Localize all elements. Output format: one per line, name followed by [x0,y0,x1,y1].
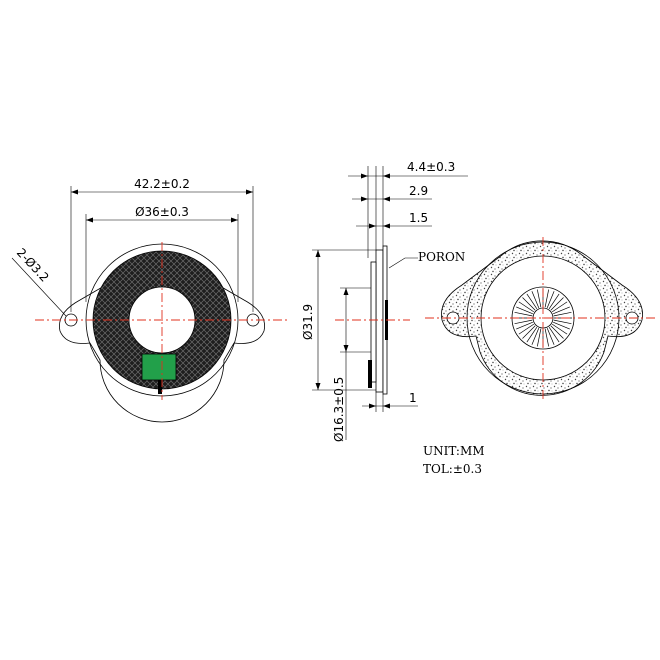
rear-magnet-rib [526,326,538,343]
rear-magnet-rib [536,289,542,308]
front-terminal-lead [158,380,162,394]
rear-magnet-rib [553,321,570,330]
dim-step-arrow-b [383,403,390,409]
rear-magnet-rib [550,325,564,339]
rear-magnet-rib [531,291,540,308]
dim-thickness-mid-arrow-a [361,196,368,202]
front-view: 42.2±0.2 Ø36±0.3 2-Ø3.2 [11,177,290,423]
rear-magnet-rib [526,293,538,310]
rear-magnet-rib [518,301,535,313]
rear-magnet-rib [514,311,533,317]
dim-thickness-mid-arrow-b [383,196,390,202]
rear-magnet-rib [516,321,533,330]
rear-magnet-rib [546,291,555,308]
rear-magnet-rib [550,297,564,311]
rear-magnet-rib [516,306,533,315]
dim-inner-diameter-arrow-bottom [343,345,349,352]
rear-magnet-rib [546,328,555,345]
rear-magnet-rib [522,297,536,311]
dim-thickness-total-label: 4.4±0.3 [407,160,455,174]
side-body-main [375,249,384,393]
rear-magnet-rib [518,323,535,335]
side-body-front-plate [370,261,377,383]
rear-magnet-rib [553,306,570,315]
dim-overall-width-label: 42.2±0.2 [134,177,190,191]
poron-label: PORON [418,250,465,264]
side-view: 4.4±0.3 2.9 1.5 Ø31.9 Ø16.3±0.5 1 [301,160,468,442]
tolerance-note: TOL:±0.3 [423,462,482,476]
front-terminal-block [141,353,177,381]
rear-magnet-rib [536,328,542,347]
dim-inner-diameter-label: Ø16.3±0.5 [332,377,346,442]
rear-magnet-rib [551,301,568,313]
holes-leader-line [11,257,67,317]
rear-magnet-rib [544,328,550,347]
dim-diameter-arrow-right [231,217,238,223]
rear-magnet-rib [548,326,560,343]
dim-thickness-small-arrow-b [383,223,390,229]
dim-thickness-total-arrow-a [361,173,368,179]
dim-outer-diameter-arrow-top [315,250,321,257]
rear-magnet-rib [553,319,572,325]
holes-callout-label: 2-Ø3.2 [14,245,52,284]
poron-leader-line [388,257,418,269]
dim-thickness-total-arrow-b [383,173,390,179]
rear-magnet-rib [531,328,540,345]
rear-magnet-rib [548,293,560,310]
rear-magnet-rib [522,325,536,339]
rear-magnet-rib [553,311,572,317]
rear-magnet-rib [551,323,568,335]
dim-overall-arrow-right [246,189,253,195]
unit-note: UNIT:MM [423,444,485,458]
rear-view [425,237,658,400]
dim-outer-diameter-arrow-bottom [315,383,321,390]
dim-thickness-small-label: 1.5 [409,211,428,225]
dim-thickness-mid-label: 2.9 [409,184,428,198]
side-body-terminal [368,360,372,388]
rear-magnet-rib [514,319,533,325]
dim-step-label: 1 [409,391,417,405]
dim-thickness-small-arrow-a [369,223,376,229]
dim-inner-diameter-arrow-top [343,288,349,295]
dim-step-arrow-a [369,403,376,409]
dim-outer-diameter-label: Ø31.9 [301,304,315,340]
rear-magnet-ribs [514,289,572,347]
dim-diameter-label: Ø36±0.3 [135,205,189,219]
rear-magnet-rib [544,289,550,308]
dim-overall-arrow-left [71,189,78,195]
dim-diameter-arrow-left [86,217,93,223]
